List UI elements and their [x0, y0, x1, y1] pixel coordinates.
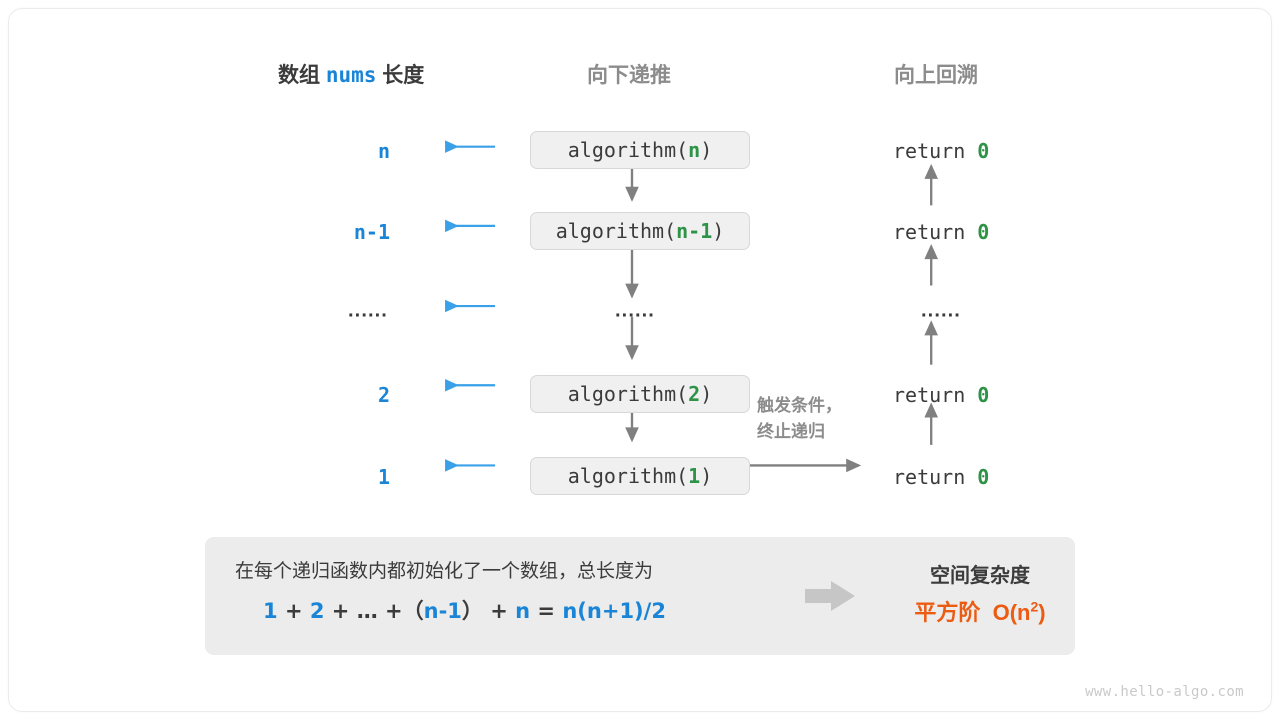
return-keyword-5: return [893, 465, 966, 489]
call-box-row-5[interactable]: algorithm(1) [530, 457, 750, 495]
formula-op-3: + [385, 599, 403, 623]
return-row-2: return 0 [893, 220, 989, 244]
column-header-recurse-down: 向下递推 [587, 64, 671, 87]
call-paren-open-2: ( [664, 219, 677, 243]
return-row-4: return 0 [893, 383, 989, 407]
call-box-row-2[interactable]: algorithm(n-1) [530, 212, 750, 250]
formula-paren-close: ） [461, 599, 483, 623]
formula-term-5: n [515, 599, 531, 623]
return-keyword-2: return [893, 220, 966, 244]
formula-term-1: 1 [263, 599, 278, 623]
result-arrow-icon [805, 581, 855, 611]
call-box-row-4[interactable]: algorithm(2) [530, 375, 750, 413]
terminate-note-line-2: 终止递归 [757, 422, 825, 441]
length-value-row-5: 1 [377, 465, 390, 489]
formula-result: n(n+1)/2 [562, 599, 666, 623]
call-arg-row-1: n [688, 138, 701, 162]
formula-paren-open: （ [402, 599, 424, 623]
formula-op-4: + [490, 599, 508, 623]
call-paren-close-1: ) [700, 138, 713, 162]
return-value-1: 0 [977, 139, 990, 163]
watermark: www.hello-algo.com [1085, 684, 1244, 700]
call-paren-close-4: ) [700, 382, 713, 406]
call-name-row-4: algorithm [567, 382, 677, 406]
return-value-2: 0 [977, 220, 990, 244]
length-value-row-4: 2 [377, 383, 390, 407]
space-complexity-title: 空间复杂度 [930, 565, 1030, 587]
formula-op-2: + [331, 599, 350, 623]
summary-text: 在每个递归函数内都初始化了一个数组，总长度为 [235, 561, 654, 582]
formula-op-1: + [284, 599, 303, 623]
call-paren-close-2: ) [712, 219, 725, 243]
call-box-row-1[interactable]: algorithm(n) [530, 131, 750, 169]
length-value-row-3-dots: ······ [348, 305, 388, 327]
call-paren-open-5: ( [676, 464, 689, 488]
length-value-row-2: n-1 [353, 220, 390, 244]
complexity-bigo-close: ) [1038, 600, 1046, 625]
return-value-4: 0 [977, 383, 990, 407]
column-header-array-length: 数组 nums 长度 [278, 59, 424, 89]
return-keyword-4: return [893, 383, 966, 407]
formula-ellipsis: … [356, 599, 378, 623]
call-arg-row-4: 2 [688, 382, 701, 406]
space-complexity-value: 平方阶 O(n2) [875, 595, 1085, 627]
call-paren-open-4: ( [676, 382, 689, 406]
call-paren-open-1: ( [676, 138, 689, 162]
call-box-row-3-dots: ······ [615, 305, 655, 327]
formula-term-4: n-1 [423, 599, 462, 623]
call-arg-row-2: n-1 [676, 219, 713, 243]
array-label: 数组 [278, 64, 320, 87]
summary-formula: 1 + 2 + … +（n-1） + n = n(n+1)/2 [263, 595, 666, 625]
return-keyword-1: return [893, 139, 966, 163]
formula-term-2: 2 [309, 599, 325, 623]
length-label: 长度 [382, 64, 425, 87]
call-name-row-1: algorithm [567, 138, 677, 162]
return-row-1: return 0 [893, 139, 989, 163]
call-paren-close-5: ) [700, 464, 713, 488]
call-arg-row-5: 1 [688, 464, 701, 488]
nums-code-label: nums [325, 63, 377, 87]
length-value-row-1: n [377, 139, 390, 163]
call-name-row-2: algorithm [555, 219, 665, 243]
return-row-3-dots: ······ [921, 305, 961, 327]
formula-equals: = [537, 599, 556, 623]
summary-panel: 在每个递归函数内都初始化了一个数组，总长度为 1 + 2 + … +（n-1） … [205, 537, 1075, 655]
complexity-exponent: 2 [1030, 598, 1039, 615]
complexity-bigo-open: O(n [992, 600, 1031, 625]
column-header-backtrack-up: 向上回溯 [894, 64, 978, 87]
call-name-row-5: algorithm [567, 464, 677, 488]
return-row-5: return 0 [893, 465, 989, 489]
return-value-5: 0 [977, 465, 990, 489]
terminate-note: 触发条件， 终止递归 [757, 393, 842, 445]
complexity-class-label: 平方阶 [914, 600, 981, 625]
terminate-note-line-1: 触发条件， [757, 396, 842, 415]
